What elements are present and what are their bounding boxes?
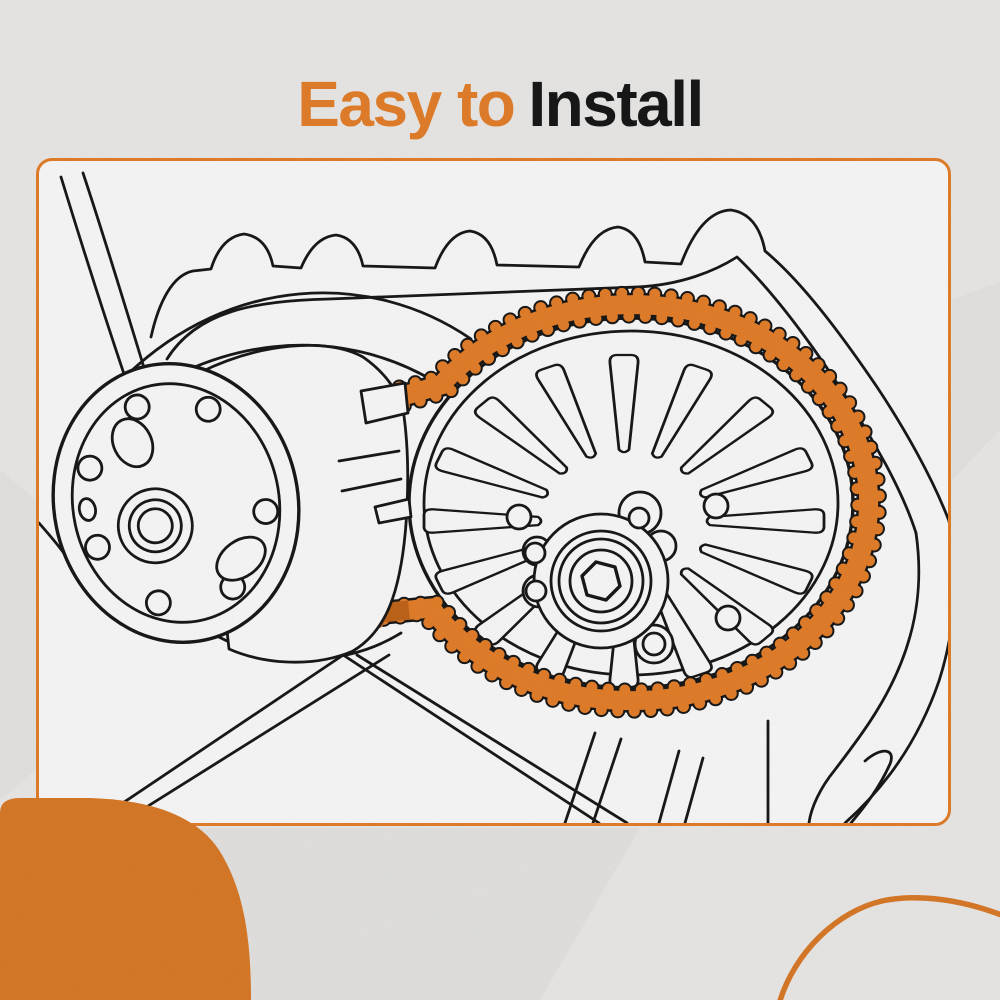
title-main: Install xyxy=(528,67,704,140)
cvt-clutch-illustration xyxy=(39,171,948,823)
illustration-frame xyxy=(36,158,951,826)
primary-clutch xyxy=(51,344,413,664)
title-accent: Easy to xyxy=(297,67,516,140)
